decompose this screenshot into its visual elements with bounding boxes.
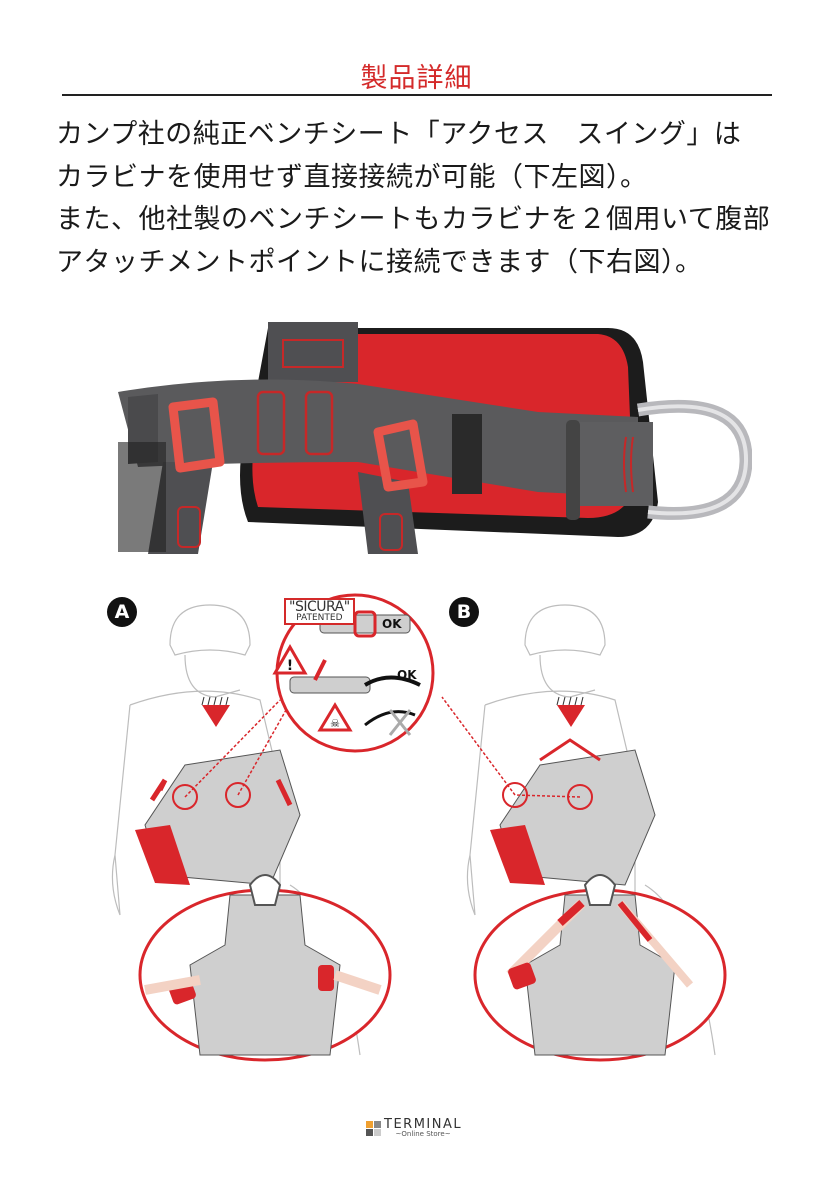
harness-product-photo [118, 322, 752, 554]
ok-label: OK [397, 668, 417, 682]
title-divider [62, 94, 772, 96]
logo-mark-icon [366, 1120, 381, 1136]
patented-label: PATENTED [296, 613, 343, 623]
sicura-patented-label: "SICURA" PATENTED [284, 598, 355, 625]
ok-label: OK [382, 617, 402, 631]
brand-tagline: ~Online Store~ [395, 1130, 451, 1138]
svg-text:!: ! [287, 658, 293, 674]
svg-text:☠: ☠ [330, 717, 340, 730]
brand-name: TERMINAL [384, 1117, 463, 1132]
terminal-store-logo: TERMINAL ~Online Store~ [366, 1118, 462, 1138]
sicura-label: "SICURA" [289, 599, 350, 615]
description-line: また、他社製のベンチシートもカラビナを２個用いて腹部 [56, 204, 771, 235]
panel-b-badge: B [449, 597, 479, 627]
description-line: カンプ社の純正ベンチシート「アクセス スイング」は [56, 119, 742, 150]
panel-a-badge: A [107, 597, 137, 627]
page-title: 製品詳細 [360, 63, 473, 94]
description-line: アタッチメントポイントに接続できます（下右図）。 [56, 246, 703, 278]
product-description: カンプ社の純正ベンチシート「アクセス スイング」は カラビナを使用せず直接接続が… [56, 114, 816, 284]
attachment-instruction-illustration: ! ☠ [111, 593, 727, 1062]
description-line: カラビナを使用せず直接接続が可能（下左図）。 [56, 161, 648, 193]
